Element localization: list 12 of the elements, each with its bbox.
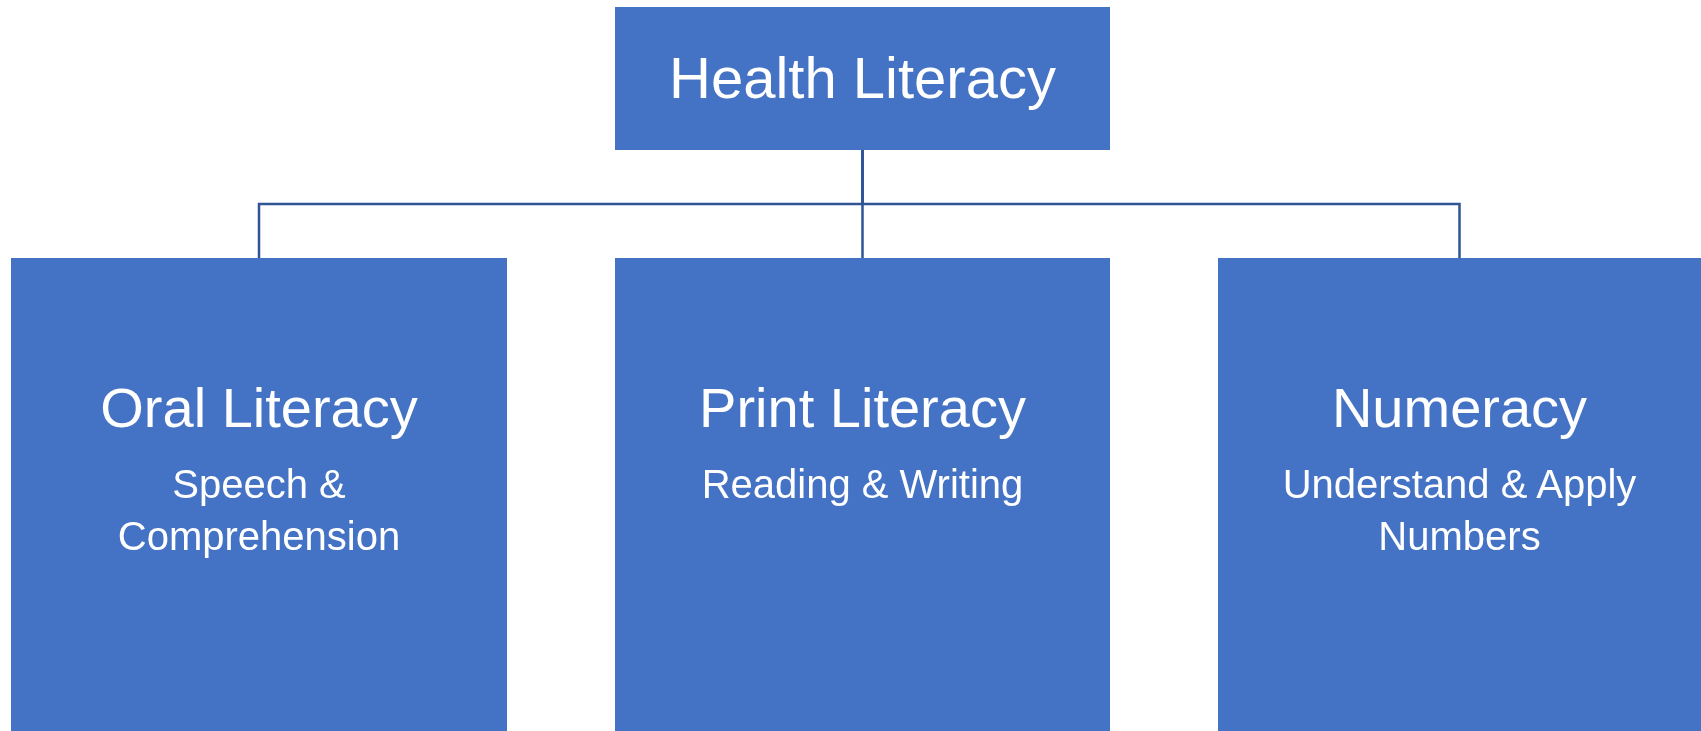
category-box [1218,258,1701,731]
box-subtitle: Speech & Comprehension [116,461,402,561]
connector-line [861,150,1461,258]
category-box [615,258,1110,731]
category-box [11,258,507,731]
box-subtitle: Understand & Apply Numbers [1281,461,1638,561]
box-title: Numeracy [1331,376,1588,441]
box-title: Print Literacy [699,376,1026,441]
box-title: Health Literacy [669,45,1056,112]
box-title: Oral Literacy [100,376,418,441]
category-box [615,7,1110,150]
box-subtitle: Reading & Writing [701,461,1024,509]
